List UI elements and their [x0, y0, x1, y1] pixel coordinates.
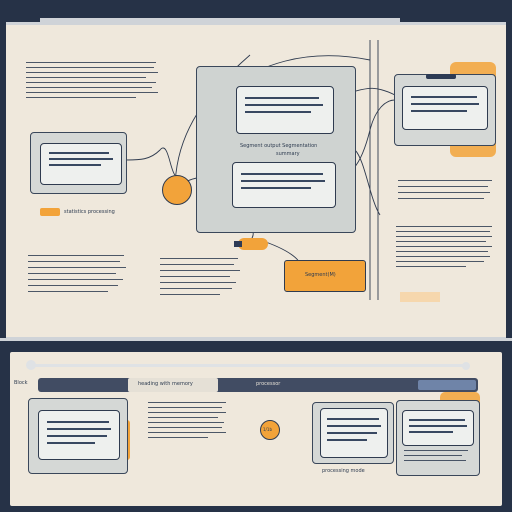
orange-output-box[interactable] — [284, 260, 366, 292]
bottom-center-inner — [320, 408, 388, 458]
bottom-tab-right[interactable] — [418, 380, 476, 390]
bottom-caption: processing mode — [322, 468, 365, 474]
right-highlight — [400, 292, 440, 302]
top-chip-label: statistics processing — [64, 209, 115, 215]
left-node-inner — [40, 143, 122, 185]
center-paragraph — [160, 258, 240, 295]
bottom-node-label: 1/1b — [263, 427, 272, 432]
center-caption-2: summary — [276, 151, 300, 157]
rail-knob-right[interactable] — [462, 362, 470, 370]
bottom-tab-label-2: processor — [256, 381, 281, 387]
bottom-top-rail — [34, 364, 464, 367]
section-divider — [0, 338, 512, 341]
bottom-left-label: Block — [14, 380, 28, 386]
right-paragraph-1 — [398, 180, 494, 199]
center-lower-node — [232, 162, 336, 208]
bottom-tab-label: heading with memory — [138, 381, 193, 387]
bottom-orange-node[interactable] — [260, 420, 280, 440]
rail-knob-left[interactable] — [26, 360, 36, 370]
bottom-tab-active[interactable] — [128, 378, 218, 392]
plug-tip — [234, 241, 242, 247]
top-chip-badge — [40, 208, 60, 216]
center-caption: Segment output Segmentation — [240, 143, 318, 149]
right-node-inner — [402, 86, 488, 130]
plug-connector-icon — [238, 238, 268, 250]
top-header-bar — [40, 18, 400, 22]
bottom-right-text — [404, 450, 470, 461]
left-paragraph — [28, 255, 128, 292]
right-node-tab — [426, 74, 456, 79]
bottom-left-inner — [38, 410, 120, 460]
orange-output-label: Segment(M) — [305, 272, 336, 278]
right-paragraph-2 — [396, 226, 494, 267]
center-upper-node — [236, 86, 334, 134]
key-node-icon[interactable] — [162, 175, 192, 205]
bottom-center-paragraph — [148, 402, 228, 438]
bottom-right-inner — [402, 410, 474, 446]
top-left-text-block — [26, 62, 161, 98]
